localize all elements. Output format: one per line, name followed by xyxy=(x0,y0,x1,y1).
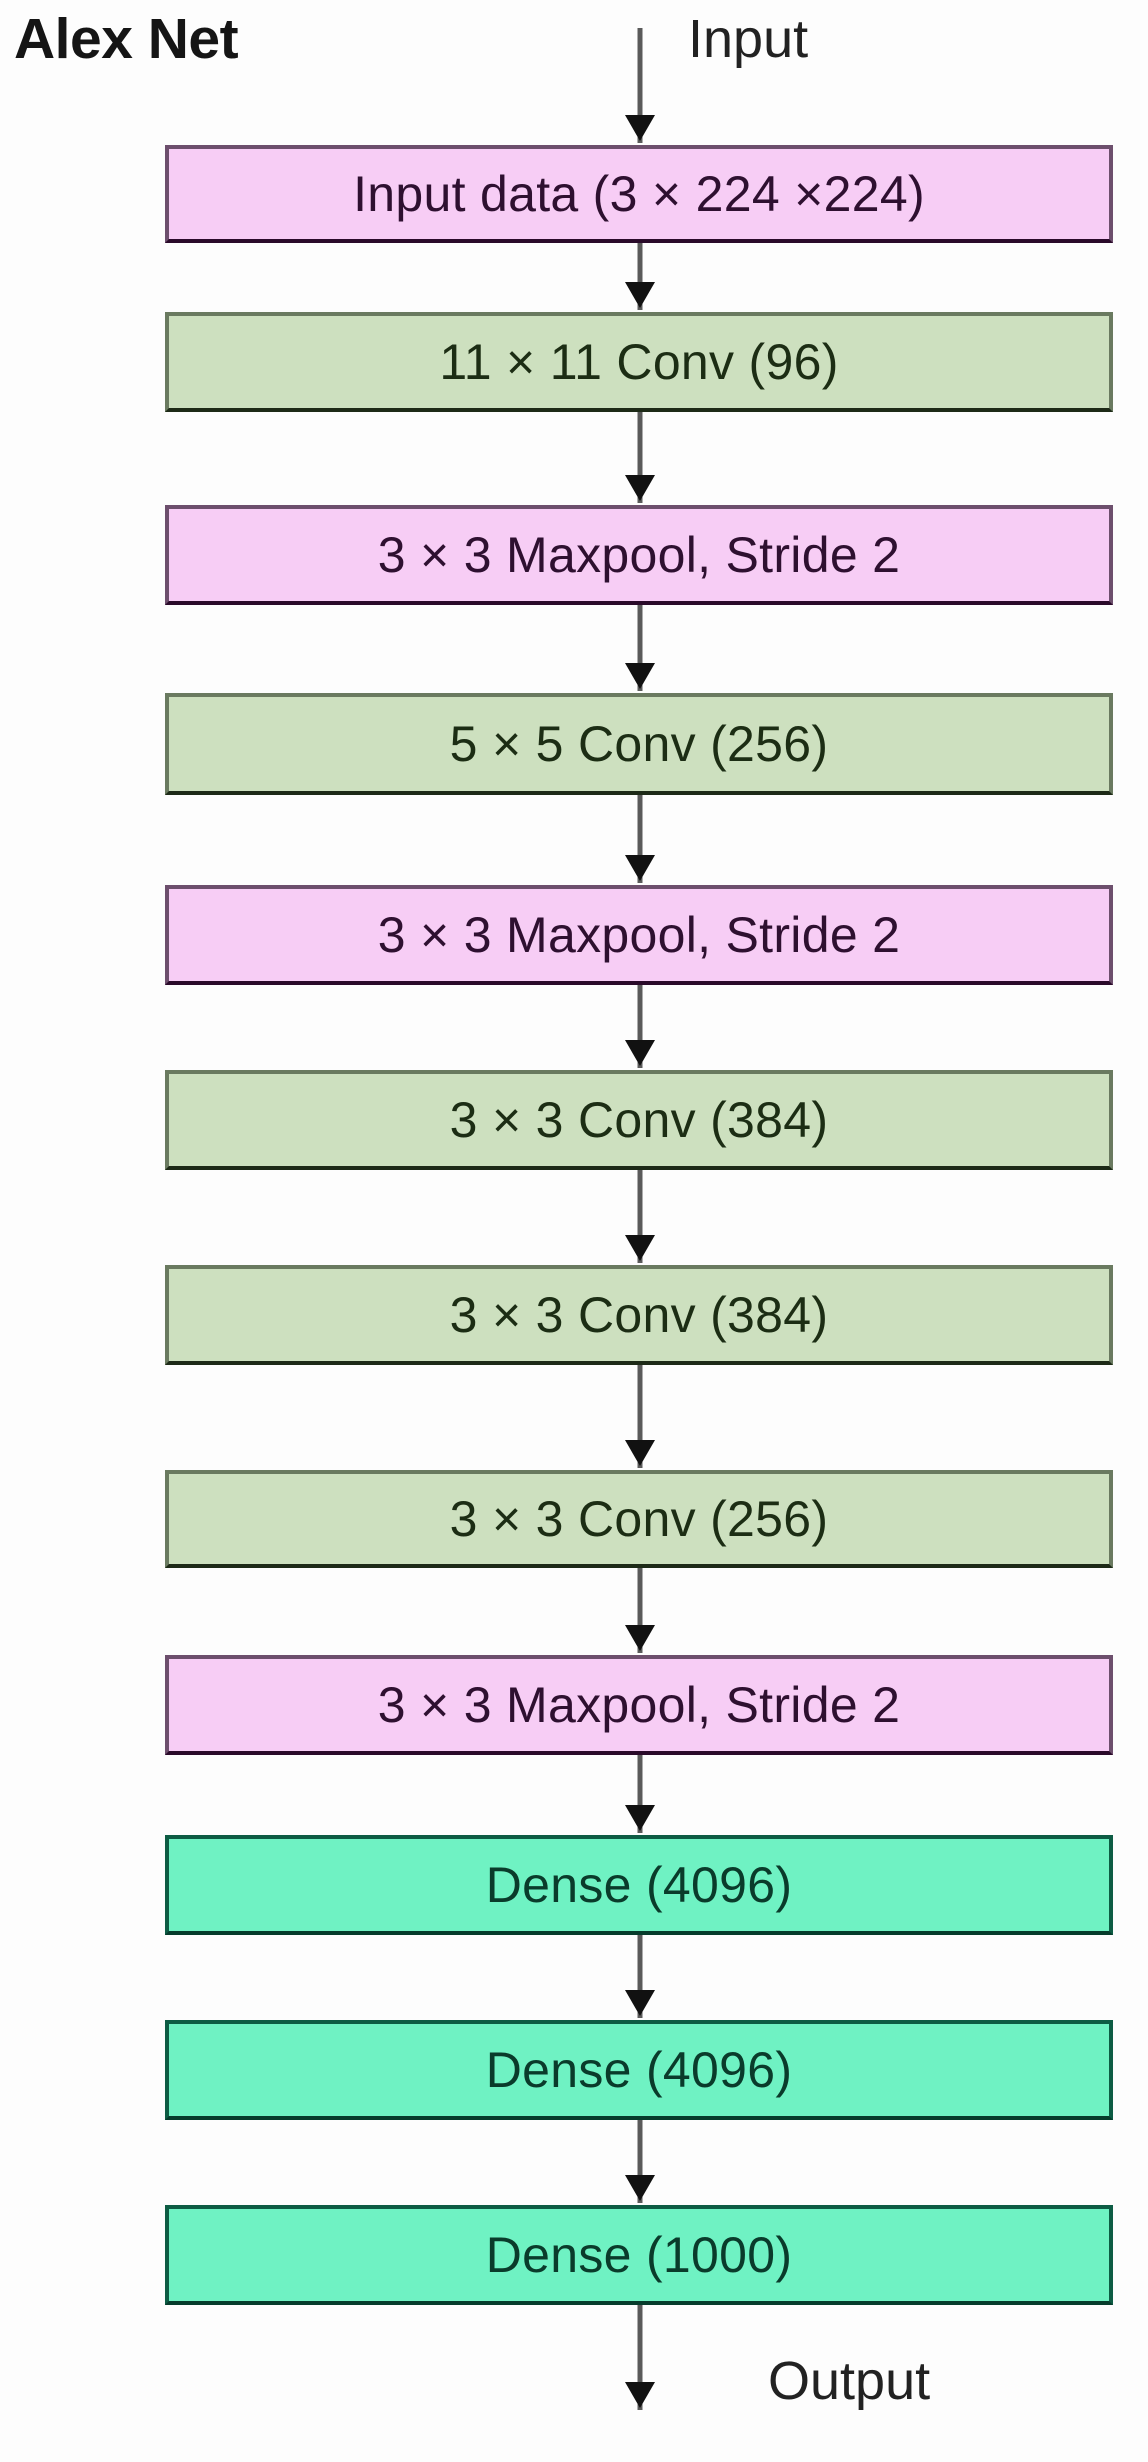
down-arrow-icon xyxy=(625,2120,655,2203)
layer-node-dense-9[interactable]: Dense (4096) xyxy=(165,1835,1113,1935)
down-arrow-icon xyxy=(625,28,655,143)
layer-node-maxpool-8[interactable]: 3 × 3 Maxpool, Stride 2 xyxy=(165,1655,1113,1755)
layer-node-label: 5 × 5 Conv (256) xyxy=(449,716,829,772)
layer-node-label: 3 × 3 Maxpool, Stride 2 xyxy=(377,527,901,583)
layer-node-conv-6[interactable]: 3 × 3 Conv (384) xyxy=(165,1265,1113,1365)
layer-node-label: 11 × 11 Conv (96) xyxy=(439,334,839,390)
layer-node-label: Dense (4096) xyxy=(485,1857,793,1913)
layer-node-label: 3 × 3 Conv (384) xyxy=(449,1092,829,1148)
layer-node-label: Dense (1000) xyxy=(485,2227,793,2283)
down-arrow-icon xyxy=(625,1935,655,2018)
layer-node-conv-3[interactable]: 5 × 5 Conv (256) xyxy=(165,693,1113,795)
layer-node-label: 3 × 3 Conv (384) xyxy=(449,1287,829,1343)
layer-node-label: 3 × 3 Maxpool, Stride 2 xyxy=(377,1677,901,1733)
down-arrow-icon xyxy=(625,795,655,883)
output-label: Output xyxy=(768,2351,931,2411)
layer-node-maxpool-2[interactable]: 3 × 3 Maxpool, Stride 2 xyxy=(165,505,1113,605)
down-arrow-icon xyxy=(625,1755,655,1833)
layer-node-dense-11[interactable]: Dense (1000) xyxy=(165,2205,1113,2305)
page-title: Alex Net xyxy=(14,7,239,71)
layer-node-label: 3 × 3 Conv (256) xyxy=(449,1491,829,1547)
down-arrow-icon xyxy=(625,1568,655,1653)
layer-node-input-0[interactable]: Input data (3 × 224 ×224) xyxy=(165,145,1113,243)
layer-node-label: Dense (4096) xyxy=(485,2042,793,2098)
down-arrow-icon xyxy=(625,2305,655,2410)
down-arrow-icon xyxy=(625,412,655,503)
down-arrow-icon xyxy=(625,985,655,1068)
layer-node-conv-5[interactable]: 3 × 3 Conv (384) xyxy=(165,1070,1113,1170)
layer-node-maxpool-4[interactable]: 3 × 3 Maxpool, Stride 2 xyxy=(165,885,1113,985)
layer-node-conv-1[interactable]: 11 × 11 Conv (96) xyxy=(165,312,1113,412)
down-arrow-icon xyxy=(625,1365,655,1468)
down-arrow-icon xyxy=(625,243,655,310)
layer-node-dense-10[interactable]: Dense (4096) xyxy=(165,2020,1113,2120)
down-arrow-icon xyxy=(625,1170,655,1263)
down-arrow-icon xyxy=(625,605,655,691)
layer-node-conv-7[interactable]: 3 × 3 Conv (256) xyxy=(165,1470,1113,1568)
input-label: Input xyxy=(688,9,809,69)
layer-node-label: Input data (3 × 224 ×224) xyxy=(353,166,925,222)
layer-node-label: 3 × 3 Maxpool, Stride 2 xyxy=(377,907,901,963)
